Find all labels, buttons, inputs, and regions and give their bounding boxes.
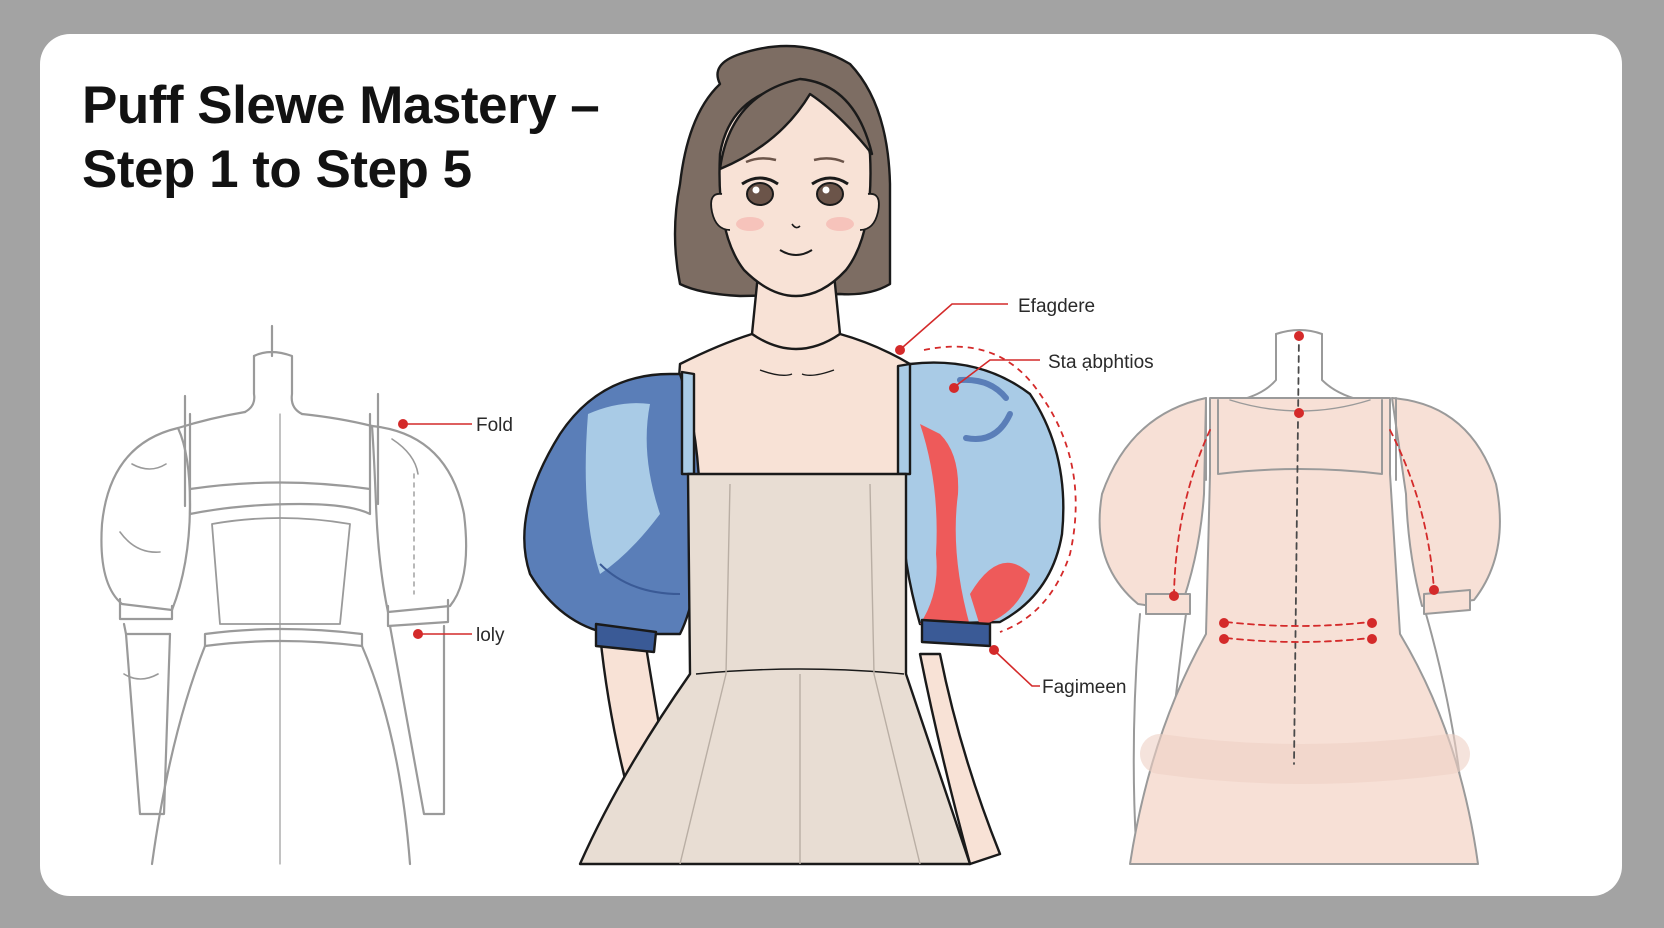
title-line-1: Puff Slewe Mastery – (82, 76, 600, 135)
label-sta-abphtios: Sta ạbphtios (1048, 352, 1154, 373)
illustration-canvas: Fold loly (100, 44, 1501, 866)
fold-annotation: Fold (398, 415, 513, 436)
fagimeen-annotation: Fagimeen (989, 645, 1127, 698)
efagdere-annotation: Efagdere (895, 296, 1095, 355)
label-fagimeen: Fagimeen (1042, 677, 1127, 698)
sketch-mannequin-icon (100, 324, 468, 866)
label-loly: loly (476, 625, 505, 646)
page-title: Puff Slewe Mastery – Step 1 to Step 5 (82, 74, 600, 202)
stitch-annotation: Sta ạbphtios (923, 345, 1154, 633)
title-line-2: Step 1 to Step 5 (82, 140, 472, 199)
pattern-mannequin-icon (1098, 329, 1501, 865)
tutorial-card: Puff Slewe Mastery – Step 1 to Step 5 (40, 34, 1622, 896)
label-efagdere: Efagdere (1018, 296, 1095, 317)
pattern-markers (1169, 331, 1439, 644)
loly-annotation: loly (413, 625, 505, 646)
label-fold: Fold (476, 415, 513, 436)
illustrated-woman-icon (523, 44, 1065, 866)
